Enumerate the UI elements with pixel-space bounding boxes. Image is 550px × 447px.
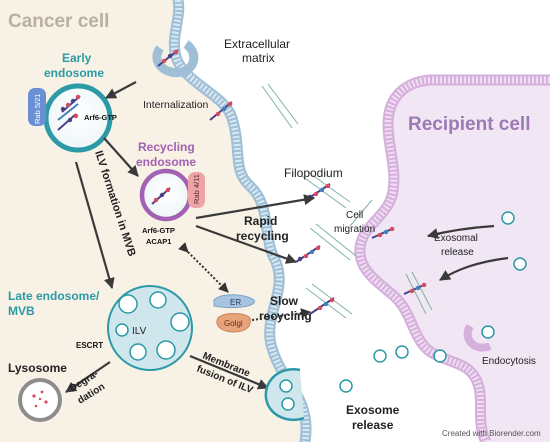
exosomal-release-label: Exosomal bbox=[434, 233, 478, 244]
membrane-fusion-arrow bbox=[189, 354, 270, 390]
internalization-arrow bbox=[105, 81, 137, 99]
recipient-cell-membrane-inner bbox=[356, 76, 550, 444]
slow-recycling-arrow bbox=[251, 308, 311, 321]
recipient-integrins bbox=[371, 226, 427, 295]
recycling-endosome-integrins bbox=[151, 187, 171, 205]
acap1-label: ACAP1 bbox=[146, 237, 171, 246]
internalization-label: Internalization bbox=[143, 99, 209, 111]
cancer-cell-membrane-inner bbox=[170, 0, 310, 443]
recycling-endosome-label-2: endosome bbox=[136, 155, 196, 169]
rapid-recycling-label: Rapid bbox=[244, 214, 277, 228]
late-endosome-label: Late endosome/ bbox=[8, 289, 100, 303]
recycling-arf6-gtp-label: Arf6-GTP bbox=[142, 226, 175, 235]
internalization-integrins bbox=[157, 49, 233, 121]
cancer-cell-title: Cancer cell bbox=[8, 11, 109, 32]
exosomal-release-label-2: release bbox=[441, 247, 474, 258]
exosome-release-label-2: release bbox=[352, 418, 394, 432]
cell-migration-label: Cell bbox=[346, 210, 363, 221]
endocytosis-label: Endocytosis bbox=[482, 356, 536, 367]
released-exosomes bbox=[339, 211, 527, 393]
mvb-ilvs bbox=[115, 291, 190, 361]
lysosome-label: Lysosome bbox=[8, 361, 67, 375]
ilv-formation-arrow bbox=[74, 161, 115, 290]
rapid-recycling-arrow-lower bbox=[195, 224, 298, 264]
rab-4-11-label: Rab 4/11 bbox=[192, 174, 201, 204]
credit-label: Created with Biorender.com bbox=[442, 429, 541, 438]
lysosome-contents bbox=[32, 390, 48, 408]
rab-5-21-tag bbox=[28, 88, 46, 126]
rapid-recycling-label-2: recycling bbox=[236, 229, 289, 243]
er-label: ER bbox=[230, 298, 241, 307]
slow-recycling-label: Slow bbox=[270, 294, 299, 308]
early-arf6-gtp-label: Arf6-GTP bbox=[84, 113, 117, 122]
fused-mvb bbox=[264, 368, 305, 421]
late-endosome-label-2: MVB bbox=[8, 304, 35, 318]
recycling-er-dotted-arrow bbox=[178, 242, 229, 293]
endocytosis-pit bbox=[463, 324, 492, 352]
golgi-shape bbox=[216, 313, 251, 333]
exosomal-release-arrow-upper bbox=[426, 224, 495, 239]
early-to-recycling-arrow bbox=[103, 137, 139, 177]
early-endosome-label-2: endosome bbox=[44, 66, 104, 80]
extracellular-matrix-label: Extracellular bbox=[224, 37, 290, 51]
filopodium-label: Filopodium bbox=[284, 166, 343, 180]
escrt-label: ESCRT bbox=[76, 341, 103, 350]
early-endosome-integrins bbox=[57, 94, 81, 131]
rab-5-21-label: Rab 5/21 bbox=[33, 94, 42, 124]
exosomal-release-arrow-lower bbox=[439, 256, 509, 281]
ilv-label: ILV bbox=[132, 326, 147, 337]
recipient-cell-background bbox=[359, 80, 550, 442]
recipient-cell-title: Recipient cell bbox=[408, 114, 531, 135]
fused-ilv-2 bbox=[281, 397, 295, 411]
recycling-endosome bbox=[139, 168, 193, 222]
fused-ilv-1 bbox=[279, 379, 293, 393]
er-shape bbox=[213, 294, 255, 309]
degradation-arrow bbox=[65, 361, 111, 393]
membrane-integrins-lower bbox=[309, 297, 335, 315]
internalization-pit bbox=[152, 40, 199, 78]
exosome-release-label: Exosome bbox=[346, 403, 400, 417]
cell-migration-label-2: migration bbox=[334, 224, 375, 235]
membrane-integrins-middle bbox=[295, 245, 321, 263]
early-endosome-label: Early bbox=[62, 51, 92, 65]
golgi-label: Golgi bbox=[224, 319, 243, 328]
recycling-endosome-label: Recycling bbox=[138, 140, 195, 154]
rapid-recycling-arrow-upper bbox=[195, 194, 316, 220]
rab-4-11-tag bbox=[188, 172, 205, 208]
extracellular-matrix-label-2: matrix bbox=[242, 51, 275, 65]
